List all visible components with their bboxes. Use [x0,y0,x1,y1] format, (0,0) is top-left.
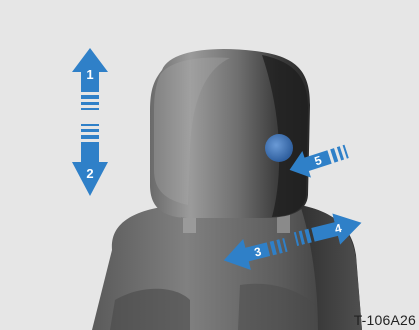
figure-reference-code: T-106A26 [354,312,416,328]
arrow-1-label: 1 [86,67,93,82]
release-button [265,134,293,162]
seat-back [92,203,362,330]
headrest [150,49,310,218]
arrow-2-label: 2 [86,166,93,181]
